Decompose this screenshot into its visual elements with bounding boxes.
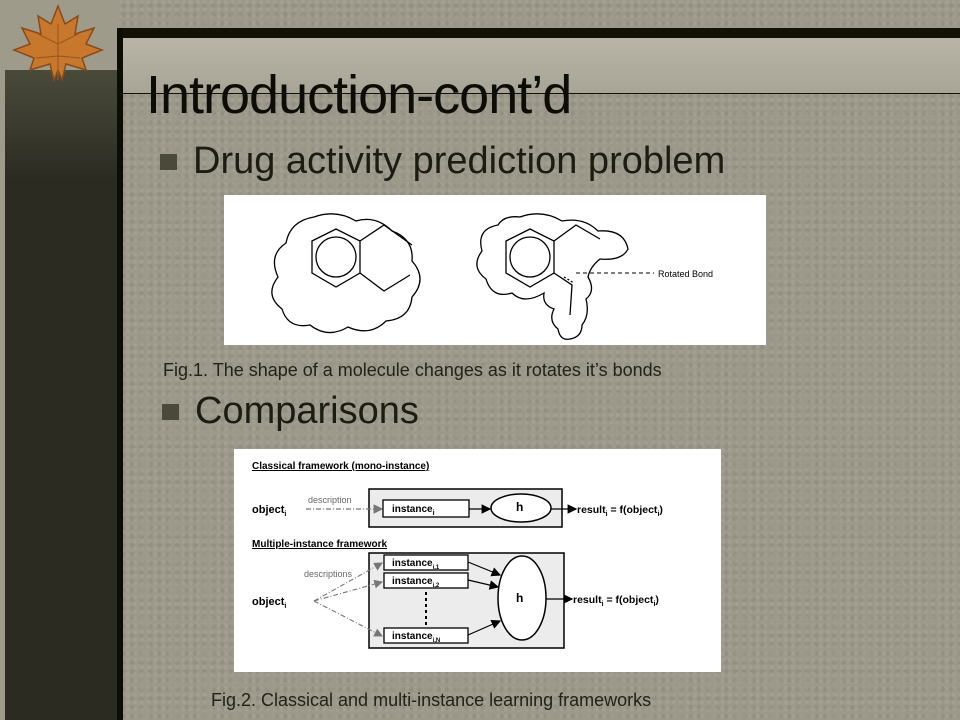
h-label-multi: h <box>516 591 523 605</box>
h-node-multi <box>497 555 547 641</box>
title-band <box>120 38 960 93</box>
bullet-drug-activity: Drug activity prediction problem <box>160 140 725 183</box>
multi-result: resulti = f(objecti) <box>573 594 659 608</box>
framework-diagram: Classical framework (mono-instance) obje… <box>252 461 663 649</box>
molecule-1-outline <box>271 213 421 334</box>
benzene-ring-1 <box>311 228 361 288</box>
benzene-ring-2 <box>505 228 555 288</box>
bullet-comparisons: Comparisons <box>162 390 419 433</box>
h-node-classical <box>490 493 552 523</box>
instance-label-n: instancei,N <box>392 631 440 644</box>
bullet-text: Comparisons <box>195 390 419 432</box>
bullet-text: Drug activity prediction problem <box>193 140 726 182</box>
molecule-2-outline <box>476 213 629 340</box>
bullet-square-icon <box>162 403 179 420</box>
multi-title: Multiple-instance framework <box>252 539 387 550</box>
instance-label-1: instancei,1 <box>392 558 440 571</box>
maple-leaf-icon <box>11 3 105 83</box>
instance-label: instancei <box>392 504 435 517</box>
descriptions-label: descriptions <box>304 569 353 579</box>
classical-title: Classical framework (mono-instance) <box>252 461 429 472</box>
vertical-rule <box>117 28 123 720</box>
multi-object: objecti <box>252 596 286 610</box>
bullet-square-icon <box>160 153 177 170</box>
left-dark-panel <box>5 70 117 720</box>
description-label: description <box>308 495 352 505</box>
classical-result: resulti = f(objecti) <box>577 504 663 518</box>
h-label: h <box>516 500 523 514</box>
instance-label-2: instancei,2 <box>392 576 440 589</box>
figure-frameworks: Classical framework (mono-instance) obje… <box>234 449 721 672</box>
classical-object: objecti <box>252 504 286 518</box>
instance-box-n <box>383 627 469 644</box>
figure1-caption: Fig.1. The shape of a molecule changes a… <box>163 360 662 380</box>
rotated-bond-label: Rotated Bond <box>658 269 713 279</box>
figure-molecules: Rotated Bond <box>224 195 766 345</box>
slide-title: Introduction-cont’d <box>146 65 572 125</box>
figure2-caption: Fig.2. Classical and multi-instance lear… <box>211 690 652 710</box>
molecule-diagram: Rotated Bond <box>271 213 713 340</box>
